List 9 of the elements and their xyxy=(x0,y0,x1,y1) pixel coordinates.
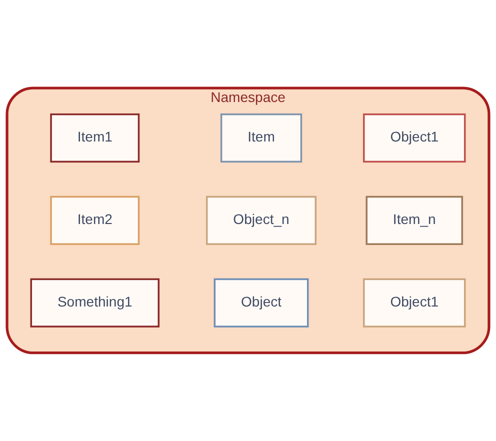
node-box: Something1 xyxy=(30,278,160,328)
node-box: Object xyxy=(214,278,309,328)
node-box: Object_n xyxy=(206,196,317,246)
node-box: Item xyxy=(220,114,302,163)
node-box: Object1 xyxy=(363,278,466,328)
node-box: Item1 xyxy=(50,114,140,163)
node-box: Object1 xyxy=(363,114,466,163)
node-box: Item2 xyxy=(50,196,140,246)
node-box: Item_n xyxy=(366,196,464,246)
